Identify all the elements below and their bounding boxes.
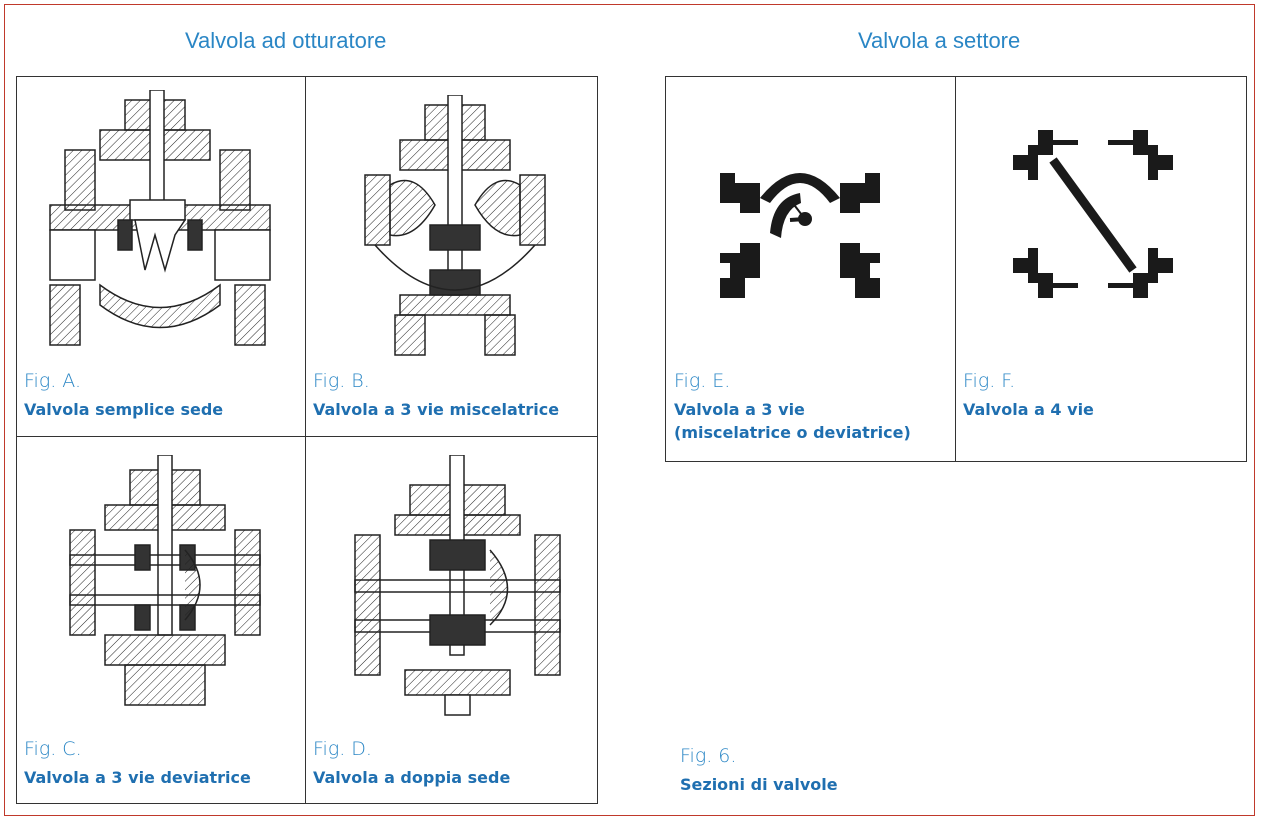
single-seat-globe-valve-section-icon	[49, 90, 271, 346]
fig-f-caption: Valvola a 4 vie	[963, 400, 1094, 419]
three-way-sector-valve-symbol-icon	[720, 173, 880, 298]
grid-divider-horizontal	[16, 436, 598, 437]
three-way-mixing-valve-section-icon	[364, 95, 546, 356]
grid-divider-vertical	[305, 76, 306, 804]
fig-f-number: Fig. F.	[963, 370, 1016, 392]
heading-plug-valve: Valvola ad otturatore	[185, 28, 387, 53]
fig-b-number: Fig. B.	[313, 370, 370, 392]
heading-sector-valve: Valvola a settore	[858, 28, 1021, 53]
fig-d-caption: Valvola a doppia sede	[313, 768, 511, 787]
fig-e-number: Fig. E.	[674, 370, 731, 392]
sector-grid-divider	[955, 76, 956, 462]
figure-6-number: Fig. 6.	[680, 745, 737, 767]
fig-a-number: Fig. A.	[24, 370, 82, 392]
fig-b-caption: Valvola a 3 vie miscelatrice	[313, 400, 560, 419]
page-frame	[4, 4, 1255, 816]
fig-c-number: Fig. C.	[24, 738, 82, 760]
three-way-diverting-valve-section-icon	[69, 455, 261, 706]
figure-6-caption: Sezioni di valvole	[680, 775, 838, 794]
plug-valve-grid	[16, 76, 598, 804]
fig-a-caption: Valvola semplice sede	[24, 400, 224, 419]
double-seat-valve-section-icon	[354, 455, 561, 716]
fig-c-caption: Valvola a 3 vie deviatrice	[24, 768, 251, 787]
sector-valve-grid	[665, 76, 1247, 462]
fig-e-caption-line2: (miscelatrice o deviatrice)	[674, 423, 911, 442]
fig-d-number: Fig. D.	[313, 738, 372, 760]
fig-e-caption-line1: Valvola a 3 vie	[674, 400, 805, 419]
four-way-sector-valve-symbol-icon	[1013, 130, 1173, 298]
